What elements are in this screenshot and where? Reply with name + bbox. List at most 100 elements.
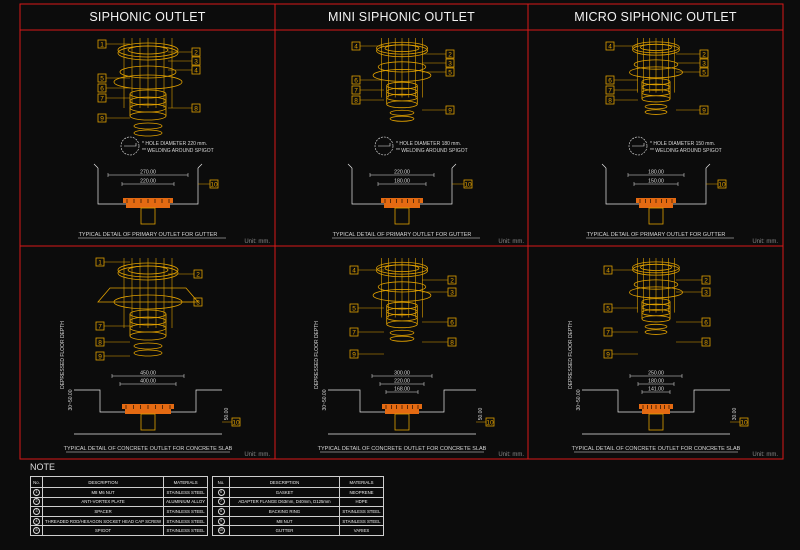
callout-box: 9 bbox=[349, 349, 359, 359]
anti-vortex-inner bbox=[384, 264, 420, 273]
exploded-assembly bbox=[97, 258, 199, 357]
callout-number: 2 bbox=[194, 49, 198, 56]
outlet-pipe bbox=[140, 207, 156, 225]
callout-box: 6 bbox=[447, 317, 457, 327]
gutter-caption: TYPICAL DETAIL OF PRIMARY OUTLET FOR GUT… bbox=[79, 232, 218, 238]
callout-box: 10 bbox=[739, 417, 749, 427]
callout-number: 2 bbox=[702, 51, 706, 58]
legend-description: SPIGOT bbox=[41, 525, 165, 536]
exploded-assembly bbox=[372, 258, 432, 342]
gutter-caption: TYPICAL DETAIL OF PRIMARY OUTLET FOR GUT… bbox=[587, 232, 726, 238]
installed-outlet bbox=[382, 404, 422, 431]
callout-number: 5 bbox=[352, 305, 356, 312]
hole-note: * HOLE DIAMETER 220 mm. bbox=[142, 141, 207, 147]
callout-box: 5 bbox=[349, 303, 359, 313]
dimension-value: 450.00 bbox=[140, 371, 156, 377]
callout-box: 2 bbox=[447, 275, 457, 285]
installed-outlet bbox=[636, 198, 676, 225]
anti-vortex-plate bbox=[632, 261, 680, 274]
slab-side-dim: 50.00 bbox=[478, 408, 484, 421]
weld-detail bbox=[124, 143, 137, 147]
spacer-ring bbox=[633, 279, 679, 290]
callout-box: 4 bbox=[349, 265, 359, 275]
callout-box: 5 bbox=[699, 67, 709, 77]
callout-box: 3 bbox=[191, 56, 201, 66]
depressed-floor-label: DEPRESSED FLOOR DEPTH bbox=[568, 321, 574, 389]
anti-vortex-inner bbox=[127, 265, 169, 275]
legend-no-cell: 5 bbox=[30, 525, 43, 536]
callout-box: 10 bbox=[209, 179, 219, 189]
legend-no-cell: 10 bbox=[212, 525, 230, 536]
header-micro-siphonic: MICRO SIPHONIC OUTLET bbox=[574, 10, 737, 24]
callout-box: 4 bbox=[603, 265, 613, 275]
anti-vortex-inner bbox=[384, 44, 420, 52]
gutter-lip bbox=[601, 163, 711, 169]
callout-box: 2 bbox=[699, 49, 709, 59]
callout-number: 9 bbox=[448, 107, 452, 114]
callout-box: 10 bbox=[717, 179, 727, 189]
callout-box: 5 bbox=[97, 73, 107, 83]
dimension-value: 220.00 bbox=[140, 179, 156, 185]
outlet-pipe bbox=[394, 413, 410, 431]
callout-number: 4 bbox=[608, 43, 612, 50]
callout-box: 6 bbox=[701, 317, 711, 327]
backing-nut bbox=[133, 129, 163, 137]
outlet-body bbox=[384, 203, 420, 208]
slab-caption: TYPICAL DETAIL OF CONCRETE OUTLET FOR CO… bbox=[572, 446, 741, 452]
callout-box: 8 bbox=[351, 95, 361, 105]
callout-number: 2 bbox=[196, 271, 200, 278]
callout-number: 8 bbox=[98, 339, 102, 346]
legend-header-no: No. bbox=[30, 476, 43, 488]
callout-number: 4 bbox=[194, 67, 198, 74]
slab-caption: TYPICAL DETAIL OF CONCRETE OUTLET FOR CO… bbox=[318, 446, 487, 452]
flange-ring bbox=[372, 289, 432, 302]
callout-box: 3 bbox=[699, 58, 709, 68]
header-mini-siphonic: MINI SIPHONIC OUTLET bbox=[327, 10, 476, 24]
callout-number: 9 bbox=[606, 351, 610, 358]
depressed-floor-label: DEPRESSED FLOOR DEPTH bbox=[314, 321, 320, 389]
backing-nut bbox=[389, 335, 415, 342]
backing-nut bbox=[644, 329, 668, 335]
callout-box: 6 bbox=[97, 83, 107, 93]
callout-box: 10 bbox=[231, 417, 241, 427]
legend-number: 1 bbox=[33, 488, 40, 496]
unit-label: Unit: mm. bbox=[752, 239, 778, 245]
callout-box: 4 bbox=[351, 41, 361, 51]
callout-number: 7 bbox=[354, 87, 358, 94]
legend-no-cell: 1 bbox=[30, 487, 43, 498]
callout-box: 9 bbox=[97, 113, 107, 123]
dimension-value: 300.00 bbox=[394, 371, 410, 377]
note-title: NOTE bbox=[30, 462, 56, 472]
callout-number: 10 bbox=[740, 419, 748, 426]
callout-box: 2 bbox=[445, 49, 455, 59]
callout-number: 3 bbox=[702, 60, 706, 67]
slab-side-dim: 30.00 bbox=[732, 408, 738, 421]
callout-number: 7 bbox=[606, 329, 610, 336]
spacer-ring bbox=[377, 61, 427, 73]
unit-label: Unit: mm. bbox=[752, 452, 778, 458]
callout-number: 4 bbox=[606, 267, 610, 274]
callout-number: 3 bbox=[704, 289, 708, 296]
legend-number: 10 bbox=[217, 527, 225, 535]
callout-number: 6 bbox=[100, 85, 104, 92]
legend-number: 2 bbox=[33, 498, 40, 506]
legend-number: 6 bbox=[217, 488, 225, 496]
callout-number: 10 bbox=[718, 181, 726, 188]
welding-note: ** WELDING AROUND SPIGOT bbox=[396, 148, 468, 154]
callout-box: 7 bbox=[97, 93, 107, 103]
unit-label: Unit: mm. bbox=[498, 239, 524, 245]
unit-label: Unit: mm. bbox=[244, 239, 270, 245]
callout-box: 1 bbox=[95, 257, 105, 267]
callout-number: 9 bbox=[352, 351, 356, 358]
legend-no-cell: 3 bbox=[30, 506, 43, 517]
dimension-value: 168.00 bbox=[394, 387, 410, 393]
callout-box: 4 bbox=[605, 41, 615, 51]
